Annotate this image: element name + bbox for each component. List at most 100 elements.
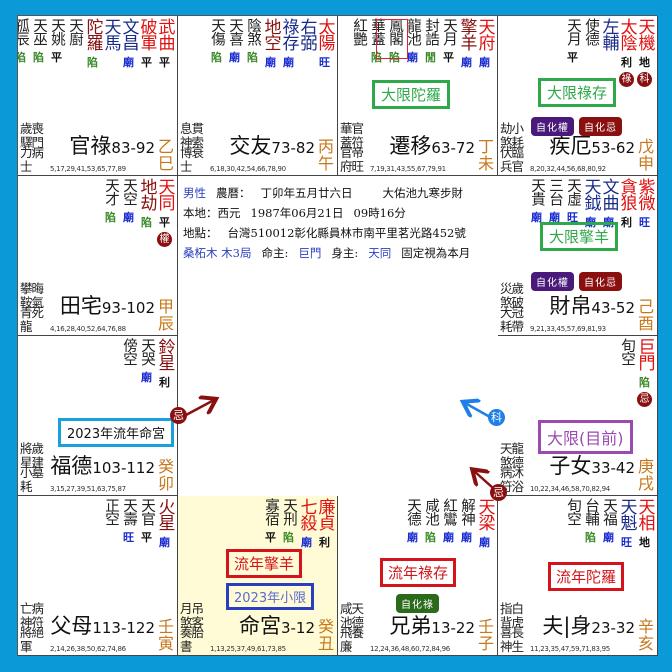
palace-name[interactable]: 兄弟13-22 — [389, 610, 475, 640]
palace-name[interactable]: 遷移63-72 — [389, 130, 475, 160]
star-major[interactable]: 貪狼利 — [617, 178, 637, 229]
star-minor[interactable]: 天廚 — [66, 18, 83, 69]
star-minor[interactable]: 天福廟 — [600, 498, 617, 549]
star-minor[interactable]: 天德廟 — [404, 498, 421, 549]
star-sha[interactable]: 地空廟 — [261, 18, 281, 69]
daxian-tag[interactable]: 大限陀羅 — [372, 80, 451, 109]
palace-name[interactable]: 交友73-82 — [229, 130, 315, 160]
star-minor[interactable]: 旬空 — [564, 498, 581, 549]
star-major[interactable]: 太陰利祿 — [617, 18, 637, 87]
star-major[interactable]: 紫微旺 — [635, 178, 655, 229]
star-minor[interactable]: 正空 — [102, 498, 119, 549]
star-brightness: 廟 — [443, 531, 454, 544]
star-minor[interactable]: 天刑陷 — [280, 498, 297, 549]
star-minor[interactable]: 天官平 — [138, 498, 155, 549]
star-minor[interactable]: 旬空 — [618, 338, 635, 407]
daxian-tag[interactable]: 大限擎羊 — [540, 222, 619, 251]
star-major[interactable]: 天府廟 — [475, 18, 495, 69]
star-brightness: 平 — [141, 56, 152, 69]
star-minor[interactable]: 天傷陷 — [208, 18, 225, 69]
star-aux[interactable]: 文昌廟 — [119, 18, 139, 69]
star-minor[interactable]: 天空廟 — [120, 178, 137, 247]
star-sha[interactable]: 陀羅陷 — [83, 18, 103, 69]
star-minor[interactable]: 鳳閣陷 — [386, 18, 403, 69]
star-minor[interactable]: 紅艷 — [350, 18, 367, 69]
lunar-label: 農曆： — [216, 186, 251, 200]
palace-name[interactable]: 財帛43-52 — [549, 290, 635, 320]
star-aux[interactable]: 左輔 — [599, 18, 619, 87]
palace-name[interactable]: 父母113-122 — [50, 610, 155, 640]
palace-name[interactable]: 疾厄53-62 — [549, 130, 635, 160]
current-daxian-tag[interactable]: 大限(目前) — [538, 420, 633, 454]
liunian-minggong-tag[interactable]: 2023年流年命宮 — [58, 418, 175, 447]
palace-wei[interactable]: 天府廟擎羊廟天月平封誥閒龍池廟鳳閣陷華蓋陷紅艷 華官 蓋符官帝 府旺遷移63-7… — [338, 16, 498, 176]
daxian-tag[interactable]: 大限祿存 — [538, 78, 617, 107]
star-minor[interactable]: 咸池陷 — [422, 498, 439, 549]
star-name: 武曲 — [154, 18, 175, 50]
star-major[interactable]: 天機地科 — [635, 18, 655, 87]
liunian-tag[interactable]: 流年擎羊 — [226, 549, 303, 578]
star-major[interactable]: 天同平權 — [155, 178, 175, 247]
star-major[interactable]: 天相地 — [635, 498, 655, 549]
star-major[interactable]: 破軍平 — [137, 18, 157, 69]
star-sha[interactable]: 火星廟 — [155, 498, 175, 549]
star-minor[interactable]: 天貴廟 — [528, 178, 545, 229]
star-major[interactable]: 太陽旺 — [315, 18, 335, 69]
star-minor[interactable]: 傍空 — [120, 338, 137, 389]
star-major[interactable]: 天梁廟 — [475, 498, 495, 549]
palace-name[interactable]: 子女33-42 — [549, 450, 635, 480]
star-minor[interactable]: 封誥閒 — [422, 18, 439, 69]
star-minor[interactable]: 天月平 — [440, 18, 457, 69]
star-aux[interactable]: 右弼 — [297, 18, 317, 69]
star-minor[interactable]: 解神廟 — [458, 498, 475, 549]
palace-name[interactable]: 福德103-112 — [50, 450, 155, 480]
shensha-mid: 息貫 神索 — [180, 121, 204, 150]
star-aux[interactable]: 天馬 — [101, 18, 121, 69]
liunian-tag[interactable]: 流年陀羅 — [548, 562, 625, 591]
star-aux[interactable]: 祿存廟 — [279, 18, 299, 69]
star-minor[interactable]: 天月平 — [564, 18, 581, 87]
star-sha[interactable]: 鈴星利 — [155, 338, 175, 389]
star-major[interactable]: 廉貞利 — [315, 498, 335, 549]
star-minor[interactable]: 紅鸞廟 — [440, 498, 457, 549]
star-sha[interactable]: 擎羊廟 — [457, 18, 477, 69]
star-minor[interactable]: 陰煞陷 — [244, 18, 261, 69]
star-minor[interactable]: 台輔陷 — [582, 498, 599, 549]
liunian-tag[interactable]: 流年祿存 — [380, 558, 457, 587]
star-minor[interactable]: 天姚平 — [48, 18, 65, 69]
palace-name[interactable]: 官祿83-92 — [69, 130, 155, 160]
star-minor[interactable]: 寡宿平 — [262, 498, 279, 549]
palace-name[interactable]: 田宅93-102 — [60, 290, 155, 320]
star-minor[interactable]: 使德 — [582, 18, 599, 87]
star-name: 天福 — [601, 498, 617, 525]
xiaoxian-tag[interactable]: 2023年小限 — [226, 583, 315, 610]
star-major[interactable]: 七殺廟 — [297, 498, 317, 549]
star-minor[interactable]: 天虛旺 — [564, 178, 581, 229]
star-minor[interactable]: 天哭廟 — [138, 338, 155, 389]
star-minor[interactable]: 孤辰陷 — [18, 18, 29, 69]
star-minor[interactable]: 龍池廟 — [404, 18, 421, 69]
star-major[interactable]: 武曲平 — [154, 18, 175, 69]
star-aux[interactable]: 天魁旺 — [617, 498, 637, 549]
palace-name[interactable]: 夫|身23-32 — [542, 610, 635, 640]
star-major[interactable]: 巨門陷忌 — [635, 338, 655, 407]
star-minor[interactable]: 天才陷 — [102, 178, 119, 247]
star-sha[interactable]: 地劫陷 — [137, 178, 157, 247]
star-minor[interactable]: 天壽旺 — [120, 498, 137, 549]
star-name: 紅艷 — [351, 18, 367, 45]
palace-name[interactable]: 命宮3-12 — [239, 610, 315, 640]
star-minor[interactable]: 三台廟 — [546, 178, 563, 229]
star-minor[interactable]: 天喜廟 — [226, 18, 243, 69]
star-minor[interactable]: 天巫陷 — [30, 18, 47, 69]
